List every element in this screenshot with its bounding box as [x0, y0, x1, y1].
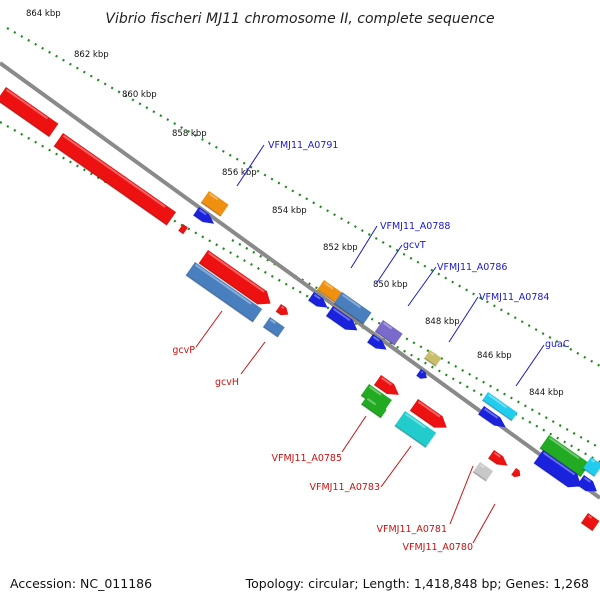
gene-arrow[interactable] — [360, 396, 387, 419]
leader-line — [350, 225, 378, 269]
gene-arrow[interactable] — [423, 350, 442, 367]
map-title: Vibrio fischeri MJ11 chromosome II, comp… — [105, 11, 494, 27]
ruler-labels: 864 kbp 862 kbp 860 kbp 858 kbp 856 kbp 854 k… — [26, 9, 564, 398]
gene-arrow[interactable] — [325, 306, 361, 335]
gene-label-gcvp[interactable]: gcvP — [172, 345, 195, 356]
gene-arrow[interactable] — [374, 320, 403, 346]
gene-arrow[interactable] — [275, 304, 291, 318]
gene-arrow[interactable] — [487, 450, 510, 470]
gene-label-guac[interactable]: guaC — [545, 339, 570, 350]
ruler-ticks — [0, 27, 600, 463]
gene-arrow[interactable] — [307, 292, 330, 312]
gene-arrow[interactable] — [185, 262, 263, 323]
gene-arrow[interactable] — [177, 224, 188, 235]
outer-ruler — [6, 27, 600, 367]
leader-line — [375, 244, 403, 285]
gene-label-vfmj11-a0780[interactable]: VFMJ11_A0780 — [403, 542, 473, 553]
ruler-label-864-kbp: 864 kbp — [26, 9, 61, 19]
gene-label-vfmj11-a0784[interactable]: VFMJ11_A0784 — [479, 292, 549, 303]
gene-arrow[interactable] — [481, 392, 518, 422]
inner-ruler-lower — [231, 239, 600, 449]
accession-text: Accession: NC_011186 — [10, 576, 152, 591]
gene-arrow[interactable] — [262, 317, 285, 338]
ruler-label-844-kbp: 844 kbp — [529, 388, 564, 398]
gene-label-vfmj11-a0788[interactable]: VFMJ11_A0788 — [380, 221, 450, 232]
leader-line — [407, 266, 437, 307]
gene-arrow[interactable] — [582, 457, 600, 478]
ruler-label-858-kbp: 858 kbp — [172, 129, 207, 139]
ruler-label-860-kbp: 860 kbp — [122, 90, 157, 100]
ruler-label-850-kbp: 850 kbp — [373, 280, 408, 290]
leader-line — [448, 296, 479, 343]
leader-line — [341, 415, 367, 453]
leader-line — [472, 503, 496, 544]
gene-arrow[interactable] — [200, 191, 229, 217]
gene-label-vfmj11-a0786[interactable]: VFMJ11_A0786 — [437, 262, 507, 273]
leader-line — [449, 465, 474, 525]
gene-arrow[interactable] — [409, 399, 451, 433]
gene-label-gcvt[interactable]: gcvT — [403, 240, 426, 251]
leader-line — [236, 144, 265, 187]
genome-backbone — [0, 61, 600, 500]
gene-arrow[interactable] — [333, 292, 372, 325]
gene-label-gcvh[interactable]: gcvH — [215, 377, 239, 388]
gene-arrow[interactable] — [477, 406, 508, 431]
leader-line — [195, 310, 223, 348]
gene-label-vfmj11-a0783[interactable]: VFMJ11_A0783 — [310, 482, 380, 493]
gene-arrow[interactable] — [53, 133, 177, 226]
gene-arrow[interactable] — [192, 207, 217, 228]
gene-label-vfmj11-a0785[interactable]: VFMJ11_A0785 — [272, 453, 342, 464]
ruler-label-846-kbp: 846 kbp — [477, 351, 512, 361]
gene-label-vfmj11-a0791[interactable]: VFMJ11_A0791 — [268, 140, 338, 151]
gene-arrow[interactable] — [394, 411, 437, 449]
gene-arrow[interactable] — [510, 468, 522, 479]
gene-arrow[interactable] — [366, 334, 389, 354]
label-leaders — [195, 144, 545, 544]
gene-arrow[interactable] — [415, 369, 429, 381]
leader-line — [240, 341, 266, 375]
gene-arrow[interactable] — [533, 450, 586, 493]
topology-summary: Topology: circular; Length: 1,418,848 bp… — [245, 576, 589, 591]
inner-ruler — [0, 121, 600, 463]
ruler-label-848-kbp: 848 kbp — [425, 317, 460, 327]
gene-label-vfmj11-a0781[interactable]: VFMJ11_A0781 — [377, 524, 447, 535]
gene-arrow[interactable] — [472, 462, 494, 482]
gene-arrow[interactable] — [373, 375, 402, 400]
leader-line — [515, 344, 545, 387]
gene-arrow[interactable] — [316, 280, 344, 305]
gene-arrow[interactable] — [576, 475, 600, 496]
gene-arrow[interactable] — [0, 87, 59, 138]
ruler-label-854-kbp: 854 kbp — [272, 206, 307, 216]
gene-arrows — [0, 87, 600, 532]
ruler-label-852-kbp: 852 kbp — [323, 243, 358, 253]
gene-arrow[interactable] — [198, 250, 275, 310]
ruler-label-862-kbp: 862 kbp — [74, 50, 109, 60]
leader-line — [380, 445, 412, 488]
gene-arrow[interactable] — [580, 513, 600, 532]
ruler-label-856-kbp: 856 kbp — [222, 168, 257, 178]
